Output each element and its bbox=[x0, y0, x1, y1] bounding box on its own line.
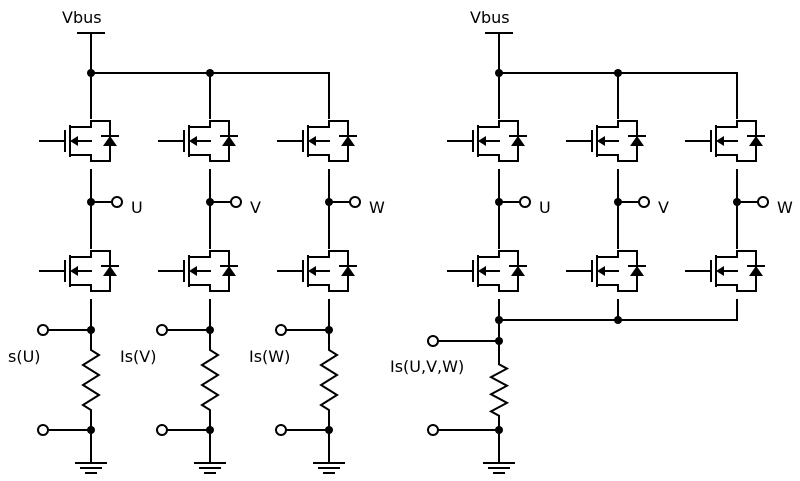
left-sense-label-u: s(U) bbox=[8, 347, 41, 366]
mosfet-arrow bbox=[308, 266, 316, 276]
terminal-circle bbox=[638, 196, 650, 208]
terminal-circle bbox=[156, 424, 168, 436]
right-vbus-label: Vbus bbox=[470, 8, 510, 27]
left-sense-label-w: Is(W) bbox=[249, 347, 290, 366]
junction-dot bbox=[614, 316, 622, 324]
terminal-circle bbox=[37, 324, 49, 336]
body-diode bbox=[511, 136, 525, 146]
right-sense-label: Is(U,V,W) bbox=[390, 357, 464, 376]
left-output-label-u: U bbox=[131, 198, 143, 217]
mosfet-arrow bbox=[478, 136, 486, 146]
terminal-circle bbox=[230, 196, 242, 208]
shunt-resistor bbox=[81, 345, 101, 415]
mosfet-arrow bbox=[308, 136, 316, 146]
body-diode bbox=[222, 136, 236, 146]
mosfet-arrow bbox=[189, 266, 197, 276]
terminal-circle bbox=[349, 196, 361, 208]
mosfet-arrow bbox=[189, 136, 197, 146]
left-vbus-label: Vbus bbox=[62, 8, 102, 27]
body-diode bbox=[103, 266, 117, 276]
body-diode bbox=[630, 266, 644, 276]
terminal-circle bbox=[275, 324, 287, 336]
terminal-circle bbox=[427, 424, 439, 436]
mosfet-arrow bbox=[70, 136, 78, 146]
terminal-circle bbox=[156, 324, 168, 336]
body-diode bbox=[749, 266, 763, 276]
right-output-label-v: V bbox=[658, 198, 669, 217]
shunt-resistor bbox=[319, 345, 339, 415]
shunt-resistor bbox=[200, 345, 220, 415]
terminal-circle bbox=[275, 424, 287, 436]
body-diode bbox=[341, 136, 355, 146]
left-output-label-v: V bbox=[250, 198, 261, 217]
right-output-label-u: U bbox=[539, 198, 551, 217]
terminal-circle bbox=[111, 196, 123, 208]
body-diode bbox=[511, 266, 525, 276]
body-diode bbox=[749, 136, 763, 146]
mosfet-arrow bbox=[716, 266, 724, 276]
mosfet-arrow bbox=[478, 266, 486, 276]
mosfet-arrow bbox=[716, 136, 724, 146]
left-sense-label-v: Is(V) bbox=[120, 347, 156, 366]
mosfet-arrow bbox=[597, 266, 605, 276]
body-diode bbox=[341, 266, 355, 276]
body-diode bbox=[630, 136, 644, 146]
mosfet-arrow bbox=[70, 266, 78, 276]
terminal-circle bbox=[519, 196, 531, 208]
right-output-label-w: W bbox=[777, 198, 793, 217]
circuit-wiring bbox=[37, 32, 769, 474]
terminal-circle bbox=[427, 335, 439, 347]
mosfet-arrow bbox=[597, 136, 605, 146]
body-diode bbox=[222, 266, 236, 276]
terminal-circle bbox=[37, 424, 49, 436]
terminal-circle bbox=[757, 196, 769, 208]
left-output-label-w: W bbox=[369, 198, 385, 217]
shunt-resistor bbox=[488, 360, 510, 420]
body-diode bbox=[103, 136, 117, 146]
